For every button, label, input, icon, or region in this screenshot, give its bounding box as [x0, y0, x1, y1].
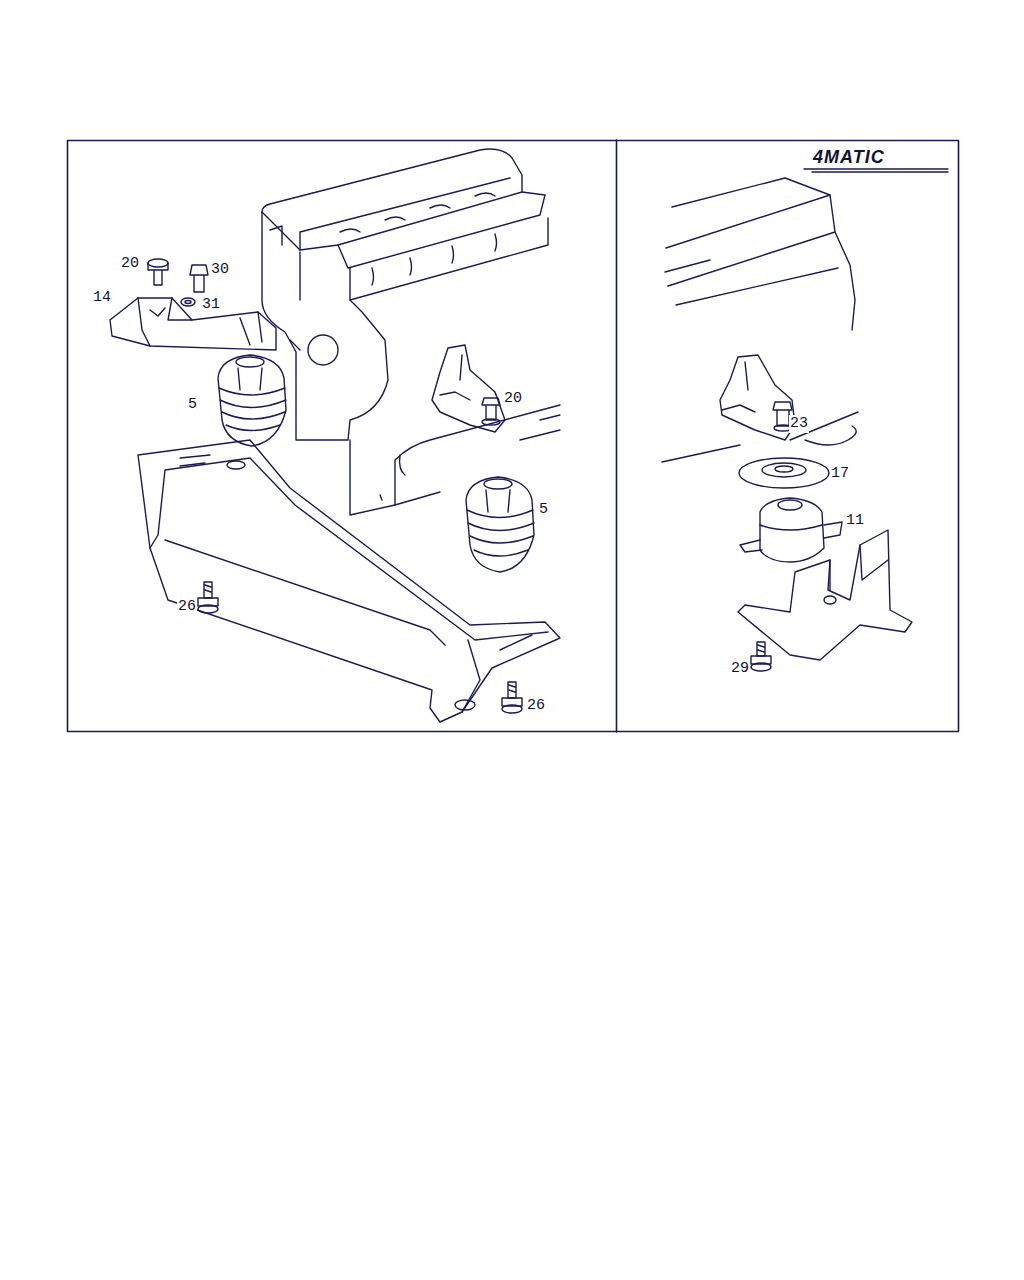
- bolt-26-left: [198, 582, 218, 613]
- engine-4matic: [662, 178, 858, 462]
- crossmember: [138, 440, 560, 722]
- divider: [616, 140, 618, 732]
- callout-number: 17: [830, 465, 850, 483]
- bracket-14: [110, 298, 276, 350]
- callout-number: 11: [845, 512, 865, 530]
- subframe-bracket-4matic: [738, 530, 912, 660]
- engine-mount-5-left: [218, 355, 286, 446]
- washer-31: [181, 298, 195, 306]
- callout-number: 20: [503, 390, 523, 408]
- callout-number: 29: [730, 660, 750, 678]
- callout-number: 5: [538, 501, 549, 519]
- callout-number: 5: [187, 396, 198, 414]
- washer-17: [739, 458, 829, 488]
- bolt-29: [751, 642, 771, 671]
- bolt-30: [190, 265, 208, 292]
- engine: [262, 149, 560, 515]
- bolt-20-top: [148, 259, 168, 285]
- frame: [68, 141, 959, 732]
- callout-number: 14: [92, 289, 112, 307]
- callout-number: 31: [201, 296, 221, 314]
- engine-mount-5-right: [466, 477, 534, 572]
- badge-text: 4MATIC: [812, 147, 886, 167]
- bolt-26-right: [502, 682, 522, 713]
- engine-bracket-4matic: [720, 355, 795, 440]
- callout-number: 30: [210, 261, 230, 279]
- callout-number: 23: [789, 415, 809, 433]
- mount-11: [740, 498, 842, 562]
- callout-number: 26: [177, 598, 197, 616]
- callout-number: 20: [120, 255, 140, 273]
- bolt-20-mid: [482, 398, 500, 425]
- callout-number: 26: [526, 697, 546, 715]
- badge-underline: [804, 169, 948, 172]
- engine-bracket: [432, 345, 505, 432]
